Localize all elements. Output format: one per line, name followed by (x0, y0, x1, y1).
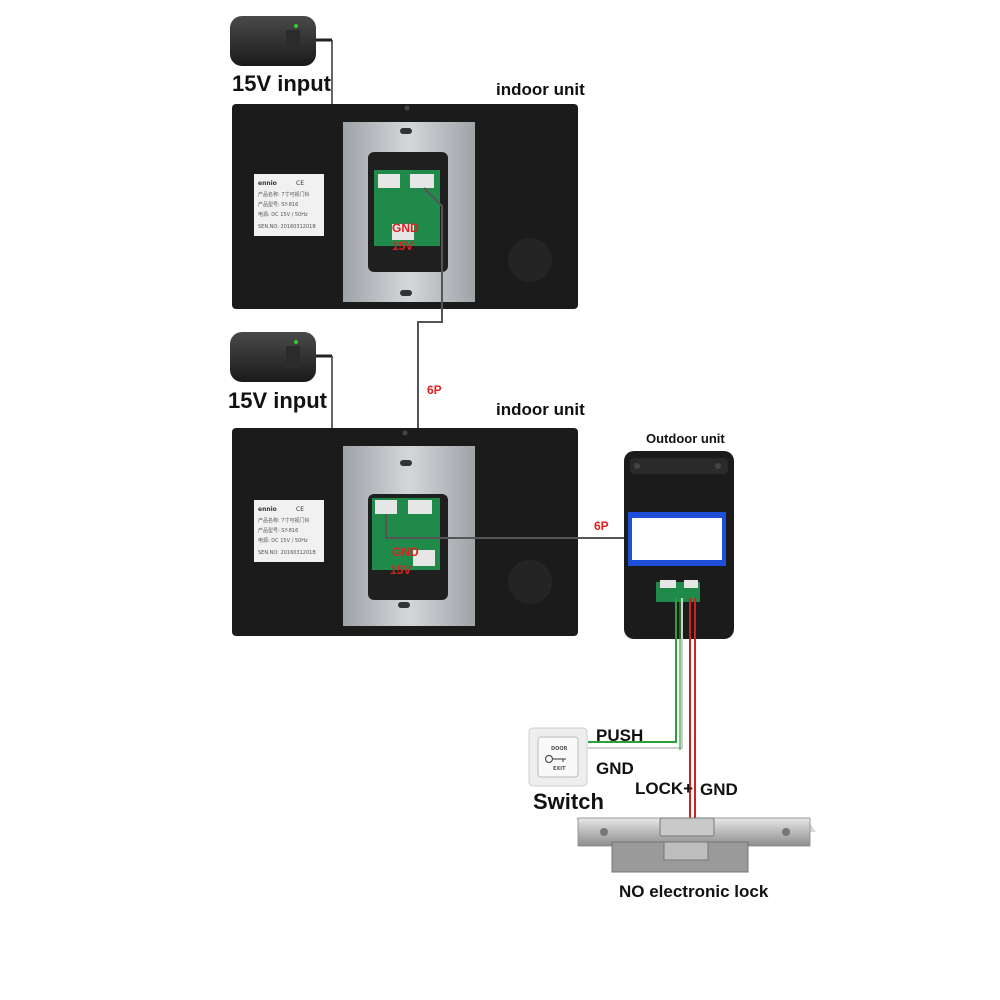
label-sticker-2: ennio CE 产品名称: 7寸可视门铃 产品型号: SY-816 电源: D… (254, 500, 324, 562)
sticker-power: 电源: DC 15V / 50Hz (258, 537, 308, 544)
sticker-power: 电源: DC 15V / 50Hz (258, 211, 308, 218)
six-pin-cable-indoor (417, 187, 443, 506)
indoor-unit-1: ennio CE 产品名称: 7寸可视门铃 产品型号: SY-816 电源: D… (232, 104, 578, 309)
v15-terminal-label-1: 15V (392, 239, 413, 253)
connector-power-2 (413, 550, 435, 566)
outdoor-unit-label: Outdoor unit (646, 431, 725, 446)
switch-gnd-label: GND (596, 759, 634, 778)
sticker-model: 产品型号: SY-816 (258, 527, 298, 534)
outdoor-connector-right (684, 580, 698, 588)
power-adapter-2 (230, 332, 332, 382)
push-label: PUSH (596, 726, 643, 745)
v15-terminal-label-2: 15V (390, 563, 411, 577)
lock-label: NO electronic lock (619, 882, 769, 901)
lock-plus-label: LOCK+ (635, 779, 693, 798)
speaker-grille-1 (508, 238, 552, 282)
connector-left-1 (378, 174, 400, 188)
outdoor-connector-left (660, 580, 676, 588)
sticker-serial: SEN.NO: 2016031201B (258, 224, 316, 230)
sticker-name: 产品名称: 7寸可视门铃 (258, 517, 309, 524)
key-icon (544, 754, 566, 764)
sticker-brand: ennio (258, 180, 277, 187)
connector-power-1 (392, 224, 414, 240)
gnd-terminal-label-1: GND (392, 221, 419, 235)
power-input-label-1: 15V input (232, 71, 332, 96)
label-sticker-1: ennio CE 产品名称: 7寸可视门铃 产品型号: SY-816 电源: D… (254, 174, 324, 236)
power-adapter-1 (230, 16, 332, 66)
gnd-terminal-label-2: GND (392, 545, 419, 559)
power-input-label-2: 15V input (228, 388, 328, 413)
sticker-model: 产品型号: SY-816 (258, 201, 298, 208)
exit-switch-top-text: DOOR (551, 746, 568, 752)
indoor-unit-label-2: indoor unit (496, 400, 585, 419)
sticker-brand: ennio (258, 506, 277, 513)
connector-right-1 (410, 174, 434, 188)
sticker-serial: SEN.NO: 2016031201B (258, 550, 316, 556)
connector-left-2 (375, 500, 397, 514)
switch-label: Switch (533, 789, 604, 814)
sticker-marks: CE (296, 180, 304, 187)
sticker-marks: CE (296, 506, 304, 513)
speaker-grille-2 (508, 560, 552, 604)
electronic-lock (576, 817, 816, 873)
connector-right-2 (408, 500, 432, 514)
outdoor-unit (624, 451, 734, 639)
push-wire (588, 598, 677, 743)
indoor-unit-2: ennio CE 产品名称: 7寸可视门铃 产品型号: SY-816 电源: D… (232, 428, 578, 636)
outdoor-white-window (632, 518, 722, 560)
switch-gnd-wire (588, 598, 683, 749)
exit-switch-bottom-text: EXIT (553, 766, 566, 772)
indoor-unit-label-1: indoor unit (496, 80, 585, 99)
sticker-name: 产品名称: 7寸可视门铃 (258, 191, 309, 198)
exit-switch: DOOR EXIT (528, 727, 588, 787)
lock-gnd-label: GND (700, 780, 738, 799)
six-pin-label-2: 6P (594, 519, 609, 533)
six-pin-label-1: 6P (427, 383, 442, 397)
